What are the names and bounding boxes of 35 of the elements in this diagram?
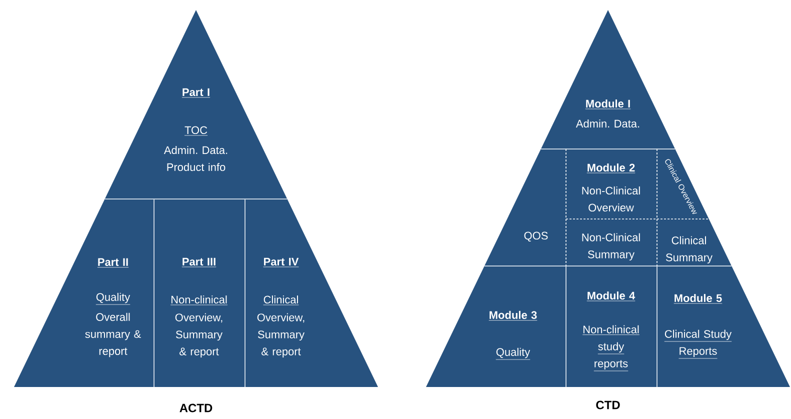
node-label: Quality	[496, 348, 530, 358]
node-label: Clinical Summary	[666, 236, 713, 264]
pyramid-section: Module 2 Non-Clinical Overview	[566, 149, 657, 219]
node-label: Non-Clinical Overview	[582, 186, 640, 212]
pyramid-section: Part II Quality Overall summary & report	[14, 199, 154, 387]
node-label: Overview, Summary & report	[175, 313, 223, 358]
node-label: Clinical Study Reports	[664, 330, 732, 358]
node-label: Module 4	[588, 291, 636, 300]
node-label: Admin. Data. Product info	[164, 146, 228, 172]
node-label: Clinical	[264, 295, 298, 304]
node-label: Module I	[586, 99, 630, 108]
node-label: Overall summary & report	[85, 312, 141, 358]
node-label: Overview, Summary & report	[257, 313, 305, 358]
pyramid-section: Module 3 Quality	[426, 266, 566, 387]
node-label: Non-clinical	[171, 295, 227, 304]
node-label: Module 2	[588, 163, 635, 172]
pyramid-section: Part IV Clinical Overview, Summary & report	[245, 199, 378, 387]
node-label: Part II	[98, 258, 128, 266]
pyramid-section: Clinical Summary	[657, 219, 732, 266]
node-label: Part I	[182, 88, 210, 96]
pyramid-section: Part III Non-clinical Overview, Summary & report	[154, 199, 245, 387]
node-label: Module 5	[674, 294, 722, 302]
node-label: Admin. Data.	[576, 119, 640, 128]
node-label: QOS	[524, 232, 548, 242]
node-label: Quality	[96, 292, 130, 304]
pyramid-section: Part I TOC Admin. Data. Product info	[104, 10, 288, 199]
node-label: Part IV	[264, 258, 299, 266]
node-label: TOC	[184, 126, 208, 134]
node-label: Non-Clinical Summary	[582, 233, 640, 260]
node-label: Part III	[182, 258, 216, 266]
pyramid-section: Non-Clinical Summary	[566, 219, 657, 266]
caption: ACTD	[180, 404, 212, 412]
node-label: Module 3	[490, 310, 537, 319]
node-label: Non-clinical study reports	[583, 325, 639, 370]
caption: CTD	[596, 400, 620, 410]
